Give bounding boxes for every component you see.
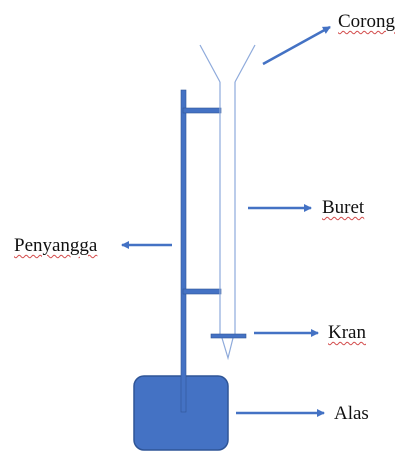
buret-tip	[221, 337, 234, 361]
corong-label: Corong	[338, 11, 395, 32]
funnel-left-side	[199, 44, 221, 83]
alas-label: Alas	[334, 403, 369, 424]
funnel-right-side	[234, 44, 256, 83]
penyangga-label: Penyangga	[14, 235, 98, 256]
upper-clamp	[182, 107, 222, 114]
buret-label: Buret	[322, 197, 365, 218]
kran-label: Kran	[328, 322, 366, 343]
stand-rod	[180, 89, 187, 413]
lower-clamp	[182, 288, 222, 295]
corong-arrow	[262, 25, 331, 66]
stopcock-valve	[210, 333, 247, 339]
